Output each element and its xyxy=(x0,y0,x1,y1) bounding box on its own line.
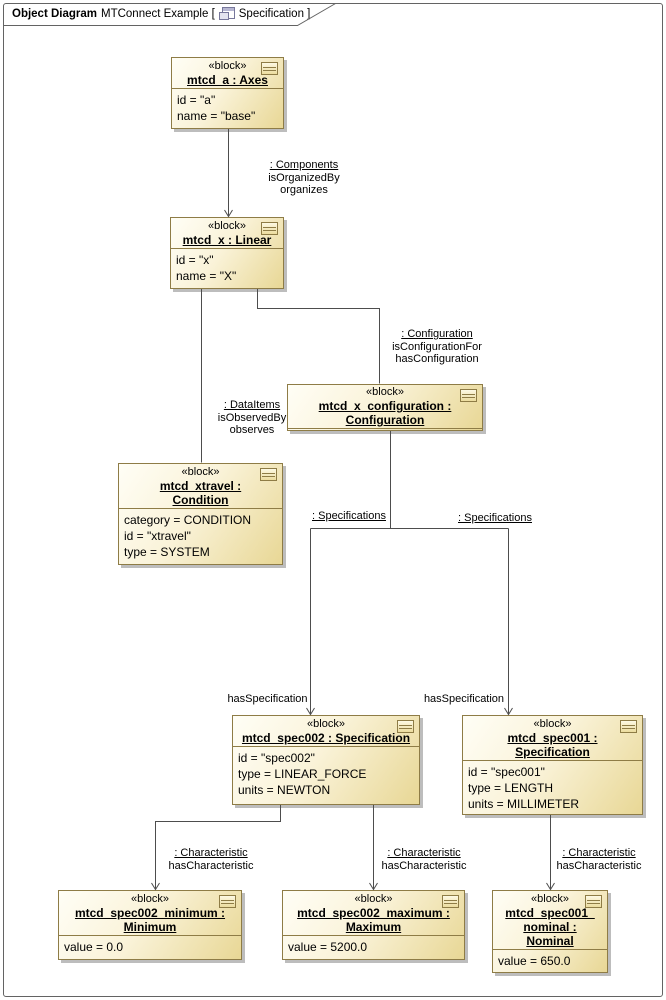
attribute-slot: category = CONDITION xyxy=(124,513,252,527)
attribute-slot: name = "base" xyxy=(177,109,256,123)
block-mtcd-a-axes[interactable]: «block» mtcd_a : Axes id = "a" name = "b… xyxy=(171,57,284,129)
stereotype-label: «block» xyxy=(208,60,247,72)
block-icon xyxy=(261,62,278,75)
block-name: Specification xyxy=(515,745,590,759)
block-mtcd-spec002-specification[interactable]: «block» mtcd_spec002 : Specification id … xyxy=(232,715,420,805)
attribute-slot: value = 0.0 xyxy=(64,940,124,954)
association-role-label: : Characteristic xyxy=(387,847,461,859)
block-mtcd-spec002-maximum[interactable]: «block» mtcd_spec002_maximum : Maximum v… xyxy=(282,890,465,960)
block-mtcd-spec002-minimum[interactable]: «block» mtcd_spec002_minimum : Minimum v… xyxy=(58,890,242,960)
attribute-slot: type = LENGTH xyxy=(468,781,554,795)
block-mtcd-spec001-specification[interactable]: «block» mtcd_spec001 : Specification id … xyxy=(462,715,643,815)
attribute-slot: id = "spec002" xyxy=(238,751,315,765)
attribute-slot: id = "x" xyxy=(176,253,214,267)
attribute-slot: units = MILLIMETER xyxy=(468,797,580,811)
association-role-label: : Characteristic xyxy=(562,847,636,859)
diagram-title: Object Diagram MTConnect Example [ Speci… xyxy=(12,7,310,20)
block-mtcd-x-linear[interactable]: «block» mtcd_x : Linear id = "x" name = … xyxy=(170,217,284,289)
block-mtcd-x-configuration[interactable]: «block» mtcd_x_configuration : Configura… xyxy=(287,384,483,431)
attribute-slot: type = SYSTEM xyxy=(124,545,210,559)
stereotype-label: «block» xyxy=(131,893,169,905)
association-end-label: hasCharacteristic xyxy=(556,859,642,872)
block-name: Configuration xyxy=(345,413,425,427)
edge-label-hasspecification-left: hasSpecification xyxy=(225,693,310,706)
block-name: mtcd_xtravel : xyxy=(159,479,242,493)
attribute-slot: id = "a" xyxy=(177,93,216,107)
stereotype-label: «block» xyxy=(366,386,404,398)
block-icon xyxy=(397,720,414,733)
edge-label-specifications-left: : Specifications xyxy=(303,510,395,523)
association-end-label: hasSpecification xyxy=(227,693,308,705)
edge-label-specifications-right: : Specifications xyxy=(453,512,537,525)
stereotype-label: «block» xyxy=(531,893,569,905)
association-end-label: hasCharacteristic xyxy=(168,859,254,872)
edge-label-configuration: : Configuration isConfigurationFor hasCo… xyxy=(376,328,498,366)
attribute-slot: type = LINEAR_FORCE xyxy=(238,767,367,781)
block-name: Minimum xyxy=(123,920,177,934)
stereotype-label: «block» xyxy=(208,220,246,232)
association-end-label: hasCharacteristic xyxy=(381,859,467,872)
association-end-label: observes xyxy=(229,424,275,436)
block-mtcd-xtravel-condition[interactable]: «block» mtcd_xtravel : Condition categor… xyxy=(118,463,283,565)
stereotype-label: «block» xyxy=(181,466,220,478)
block-mtcd-spec001-nominal[interactable]: «block» mtcd_spec001_ nominal : Nominal … xyxy=(492,890,608,973)
association-end-label: hasConfiguration xyxy=(395,353,479,365)
attribute-slot: units = NEWTON xyxy=(238,783,331,797)
association-role-label: : Components xyxy=(269,159,339,171)
block-name: mtcd_spec002_maximum : xyxy=(297,906,450,920)
block-icon xyxy=(260,468,277,481)
block-name: mtcd_x_configuration : xyxy=(318,399,452,413)
edge-label-components: : Components isOrganizedBy organizes xyxy=(263,159,345,197)
block-name: mtcd_spec002_minimum : xyxy=(74,906,226,920)
block-name: nominal : xyxy=(523,920,577,934)
attribute-slot: value = 650.0 xyxy=(498,954,571,968)
block-name: mtcd_a : Axes xyxy=(187,73,268,87)
block-icon xyxy=(442,895,459,908)
association-end-label: isObservedBy xyxy=(217,411,287,424)
edge-label-hasspecification-right: hasSpecification xyxy=(420,693,508,706)
block-name: Nominal xyxy=(526,934,574,948)
block-name: mtcd_x : Linear xyxy=(182,233,272,247)
block-icon xyxy=(219,895,236,908)
block-icon xyxy=(460,389,477,402)
association-role-label: : Characteristic xyxy=(174,847,248,859)
stereotype-label: «block» xyxy=(307,718,345,730)
attribute-slot: id = "spec001" xyxy=(468,765,545,779)
block-name: Condition xyxy=(172,493,229,507)
block-icon xyxy=(620,720,637,733)
attribute-slot: value = 5200.0 xyxy=(288,940,368,954)
edge-label-characteristic-nominal: : Characteristic hasCharacteristic xyxy=(554,847,644,872)
edge-label-dataitems: : DataItems isObservedBy observes xyxy=(200,399,304,437)
edge-label-characteristic-minimum: : Characteristic hasCharacteristic xyxy=(156,847,266,872)
block-icon xyxy=(585,895,602,908)
block-name: mtcd_spec001_ xyxy=(505,906,595,920)
edge-label-characteristic-maximum: : Characteristic hasCharacteristic xyxy=(379,847,469,872)
association-end-label: organizes xyxy=(280,184,328,196)
attribute-slot: id = "xtravel" xyxy=(124,529,191,543)
diagram-kind-label: Object Diagram xyxy=(12,7,97,20)
stereotype-label: «block» xyxy=(354,893,393,905)
association-role-label: : Specifications xyxy=(312,510,386,522)
diagram-ref-label: Specification ] xyxy=(238,7,311,20)
association-role-label: : DataItems xyxy=(223,399,281,411)
block-name: mtcd_spec001 : xyxy=(507,731,598,745)
block-icon xyxy=(261,222,278,235)
association-role-label: : Configuration xyxy=(401,328,473,340)
association-end-label: isConfigurationFor xyxy=(392,340,482,353)
attribute-slot: name = "X" xyxy=(176,269,237,283)
diagram-icon xyxy=(218,7,235,20)
block-name: Maximum xyxy=(345,920,402,934)
diagram-name-label: MTConnect Example [ xyxy=(101,7,215,20)
stereotype-label: «block» xyxy=(533,718,572,730)
association-end-label: hasSpecification xyxy=(423,693,505,705)
association-end-label: isOrganizedBy xyxy=(268,171,340,184)
block-name: mtcd_spec002 : Specification xyxy=(241,731,411,745)
association-role-label: : Specifications xyxy=(458,512,532,524)
